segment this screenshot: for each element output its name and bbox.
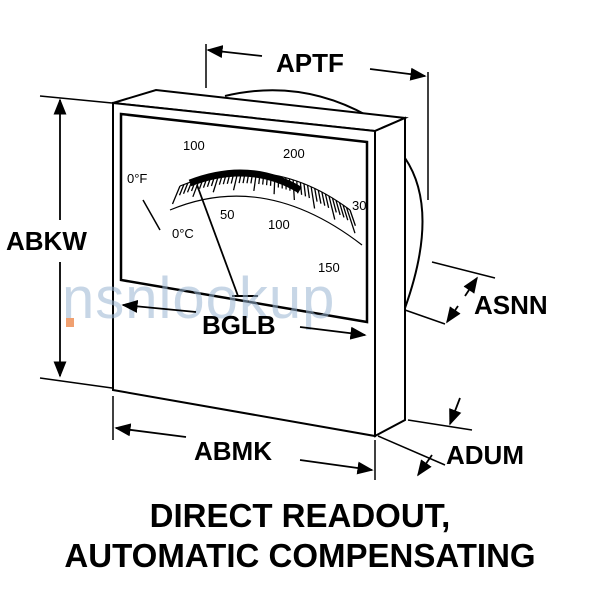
scale-c50-label: 50 xyxy=(220,207,234,222)
dial-tick xyxy=(267,174,268,185)
fahrenheit-label: 0°F xyxy=(127,171,147,186)
scale-f300-label: 30 xyxy=(352,198,366,213)
abkw-label: ABKW xyxy=(6,226,87,256)
celsius-label: 0°C xyxy=(172,226,194,241)
aptf-label: APTF xyxy=(276,48,344,78)
scale-c100-label: 100 xyxy=(268,217,290,232)
scale-f100-label: 100 xyxy=(183,138,205,153)
bglb-label: BGLB xyxy=(202,310,276,340)
watermark-dot xyxy=(66,318,74,327)
rear-housing-side xyxy=(405,158,423,308)
caption-line-2: AUTOMATIC COMPENSATING xyxy=(0,536,600,576)
watermark-text: nsnlookup xyxy=(62,266,335,331)
scale-f200-label: 200 xyxy=(283,146,305,161)
dimension-asnn: ASNN xyxy=(405,262,548,324)
adum-label: ADUM xyxy=(446,440,524,470)
dial-tick xyxy=(271,175,272,186)
meter-side-face xyxy=(375,118,405,436)
dimension-abkw: ABKW xyxy=(6,96,112,388)
abmk-label: ABMK xyxy=(194,436,272,466)
asnn-label: ASNN xyxy=(474,290,548,320)
caption-line-1: DIRECT READOUT, xyxy=(0,496,600,536)
dial-tick xyxy=(274,175,275,194)
